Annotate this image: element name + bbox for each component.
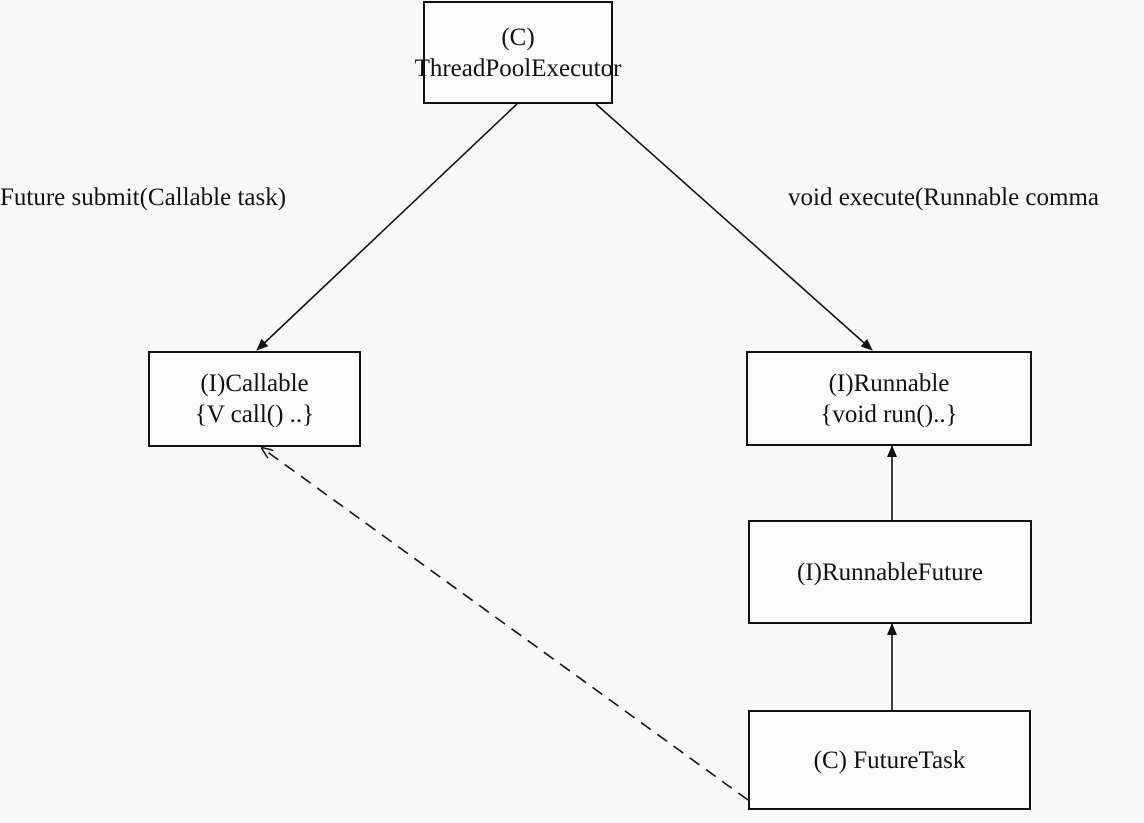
submit-arrow <box>256 103 518 351</box>
future-task-dependency-callable-arrow <box>262 448 749 801</box>
callable-node: (I)Callable {V call() ..} <box>148 351 361 447</box>
future-task-title: (C) FutureTask <box>813 746 966 774</box>
submit-label: Future submit(Callable task) <box>0 184 287 211</box>
runnable-future-node: (I)RunnableFuture <box>748 520 1032 624</box>
runnable-method: {void run()..} <box>820 400 958 428</box>
runnable-title: (I)Runnable <box>828 369 950 397</box>
thread-pool-executor-node: (C) ThreadPoolExecutor <box>415 1 621 104</box>
callable-title: (I)Callable <box>200 370 309 397</box>
execute-arrow <box>595 103 873 351</box>
callable-method: {V call() ..} <box>194 401 315 428</box>
thread-pool-executor-name: ThreadPoolExecutor <box>414 54 622 82</box>
runnable-future-title: (I)RunnableFuture <box>796 558 984 586</box>
execute-label: void execute(Runnable comma <box>788 184 1099 211</box>
thread-pool-executor-kind: (C) <box>501 23 535 51</box>
future-task-node: (C) FutureTask <box>748 710 1031 810</box>
runnable-node: (I)Runnable {void run()..} <box>746 351 1032 446</box>
